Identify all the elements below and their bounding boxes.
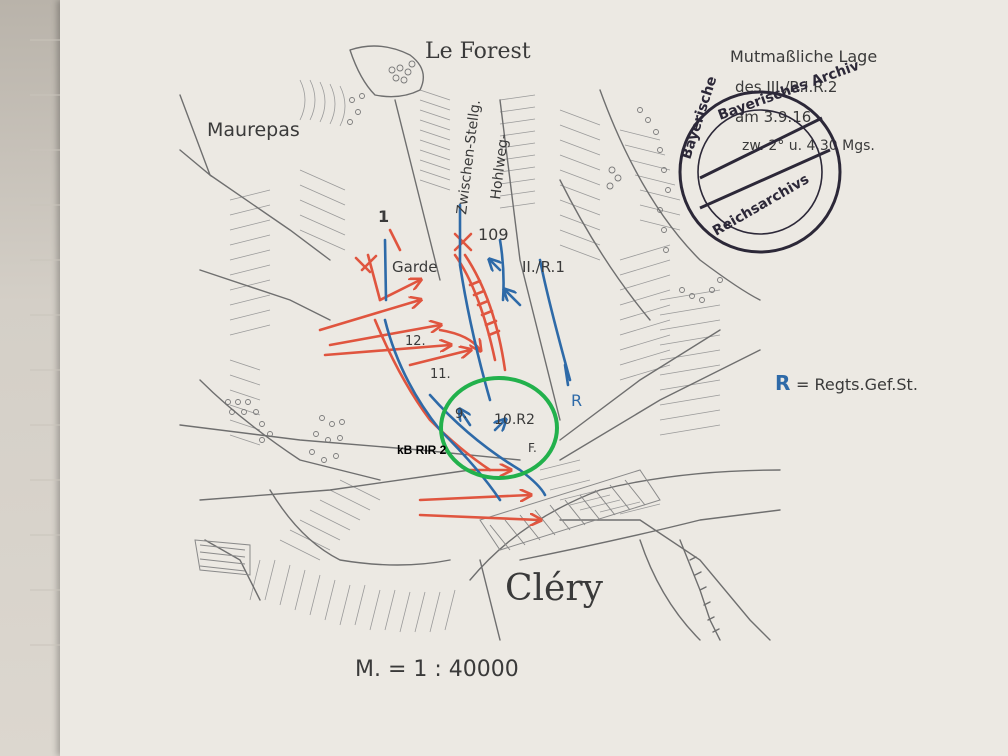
sheet-ruled-lines bbox=[30, 39, 60, 646]
label-unit-11: 11. bbox=[430, 367, 451, 382]
label-zwischen-stellg: Zwischen-Stellg. bbox=[454, 99, 484, 216]
legend-regts-gef-st: R = Regts.Gef.St. bbox=[775, 371, 918, 395]
railway-line bbox=[679, 539, 721, 641]
stamp-top-arc: Bayerische bbox=[679, 74, 721, 161]
paper-sheet bbox=[60, 0, 1008, 756]
label-ii-r1: II./R.1 bbox=[522, 258, 565, 276]
place-le-forest: Le Forest bbox=[425, 39, 531, 64]
place-clery: Cléry bbox=[505, 568, 604, 609]
annotation-note: Mutmaßliche Lage des III./R.I.R.2 am 3.9… bbox=[730, 47, 877, 154]
label-unit-marker-1: 1 bbox=[378, 207, 389, 226]
label-unit-f: F. bbox=[528, 441, 537, 455]
label-unit-10-r2: 10.R2 bbox=[494, 412, 535, 428]
clery-built-area bbox=[194, 469, 661, 576]
blue-unit-lines bbox=[383, 203, 572, 502]
label-unit-12: 12. bbox=[405, 334, 426, 349]
legend-symbol: R bbox=[775, 371, 790, 395]
highlight-circle bbox=[439, 376, 559, 480]
note-line-1: Mutmaßliche Lage bbox=[730, 47, 877, 66]
map-scale: M. = 1 : 40000 bbox=[355, 657, 519, 682]
note-line-3: am 3.9.16 bbox=[735, 108, 811, 126]
label-height-109: 109 bbox=[478, 225, 509, 244]
label-unit-9: 9. bbox=[455, 407, 467, 422]
label-regts-mark: R bbox=[571, 391, 582, 410]
place-maurepas: Maurepas bbox=[207, 119, 300, 141]
highlight-overlay: kB RIR 2 bbox=[397, 376, 559, 480]
label-garde: Garde bbox=[392, 258, 437, 276]
overlay-label: kB RIR 2 bbox=[397, 443, 447, 457]
red-attack-arrows bbox=[318, 228, 540, 520]
terrain-hatching bbox=[229, 79, 721, 633]
legend-text: = Regts.Gef.St. bbox=[796, 375, 918, 394]
label-hohlweg: Hohlweg- bbox=[488, 133, 512, 200]
